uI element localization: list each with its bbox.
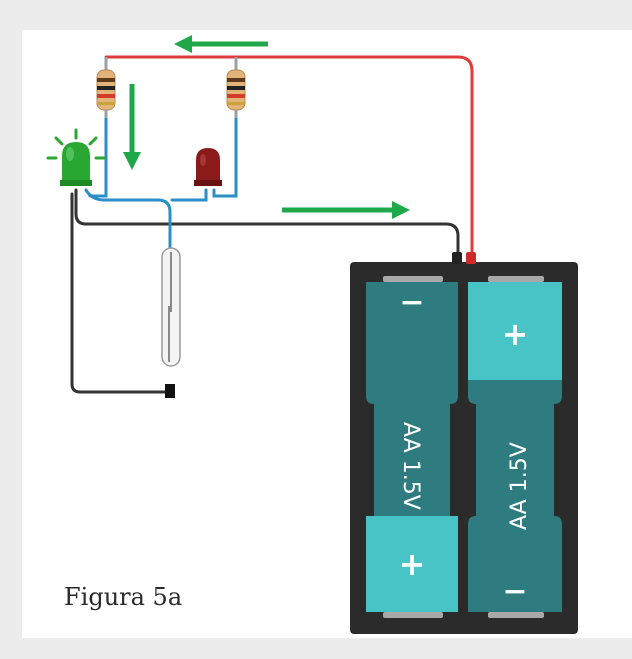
black-wire-bottom <box>70 192 170 394</box>
battery-cell-left-plus: + <box>399 545 426 583</box>
resistor-icon <box>226 57 246 118</box>
battery-cell-left-label: AA 1.5V <box>398 422 423 510</box>
battery-holder-icon <box>350 252 578 634</box>
battery-cell-right <box>468 282 562 612</box>
led-icon <box>194 148 222 186</box>
blue-wire-red-led <box>170 188 208 202</box>
current-arrow-icon <box>123 84 141 170</box>
battery-cell-right-label: AA 1.5V <box>507 442 532 530</box>
blue-wire-right-resistor <box>212 116 238 198</box>
red-wire <box>104 55 474 258</box>
blue-wire-junction <box>84 188 172 250</box>
current-arrow-icon <box>174 35 268 53</box>
battery-cell-left <box>366 282 458 612</box>
current-arrow-icon <box>282 201 410 219</box>
resistor-icon <box>96 57 116 118</box>
battery-cell-right-plus: + <box>502 315 529 353</box>
reed-switch-icon <box>161 247 181 398</box>
battery-cell-left-minus: − <box>399 285 424 320</box>
led-icon <box>46 128 106 186</box>
blue-wire-left-resistor <box>88 116 108 198</box>
black-wire-top <box>74 188 460 258</box>
battery-cell-right-minus: − <box>502 574 527 609</box>
figure-caption: Figura 5a <box>64 583 183 611</box>
